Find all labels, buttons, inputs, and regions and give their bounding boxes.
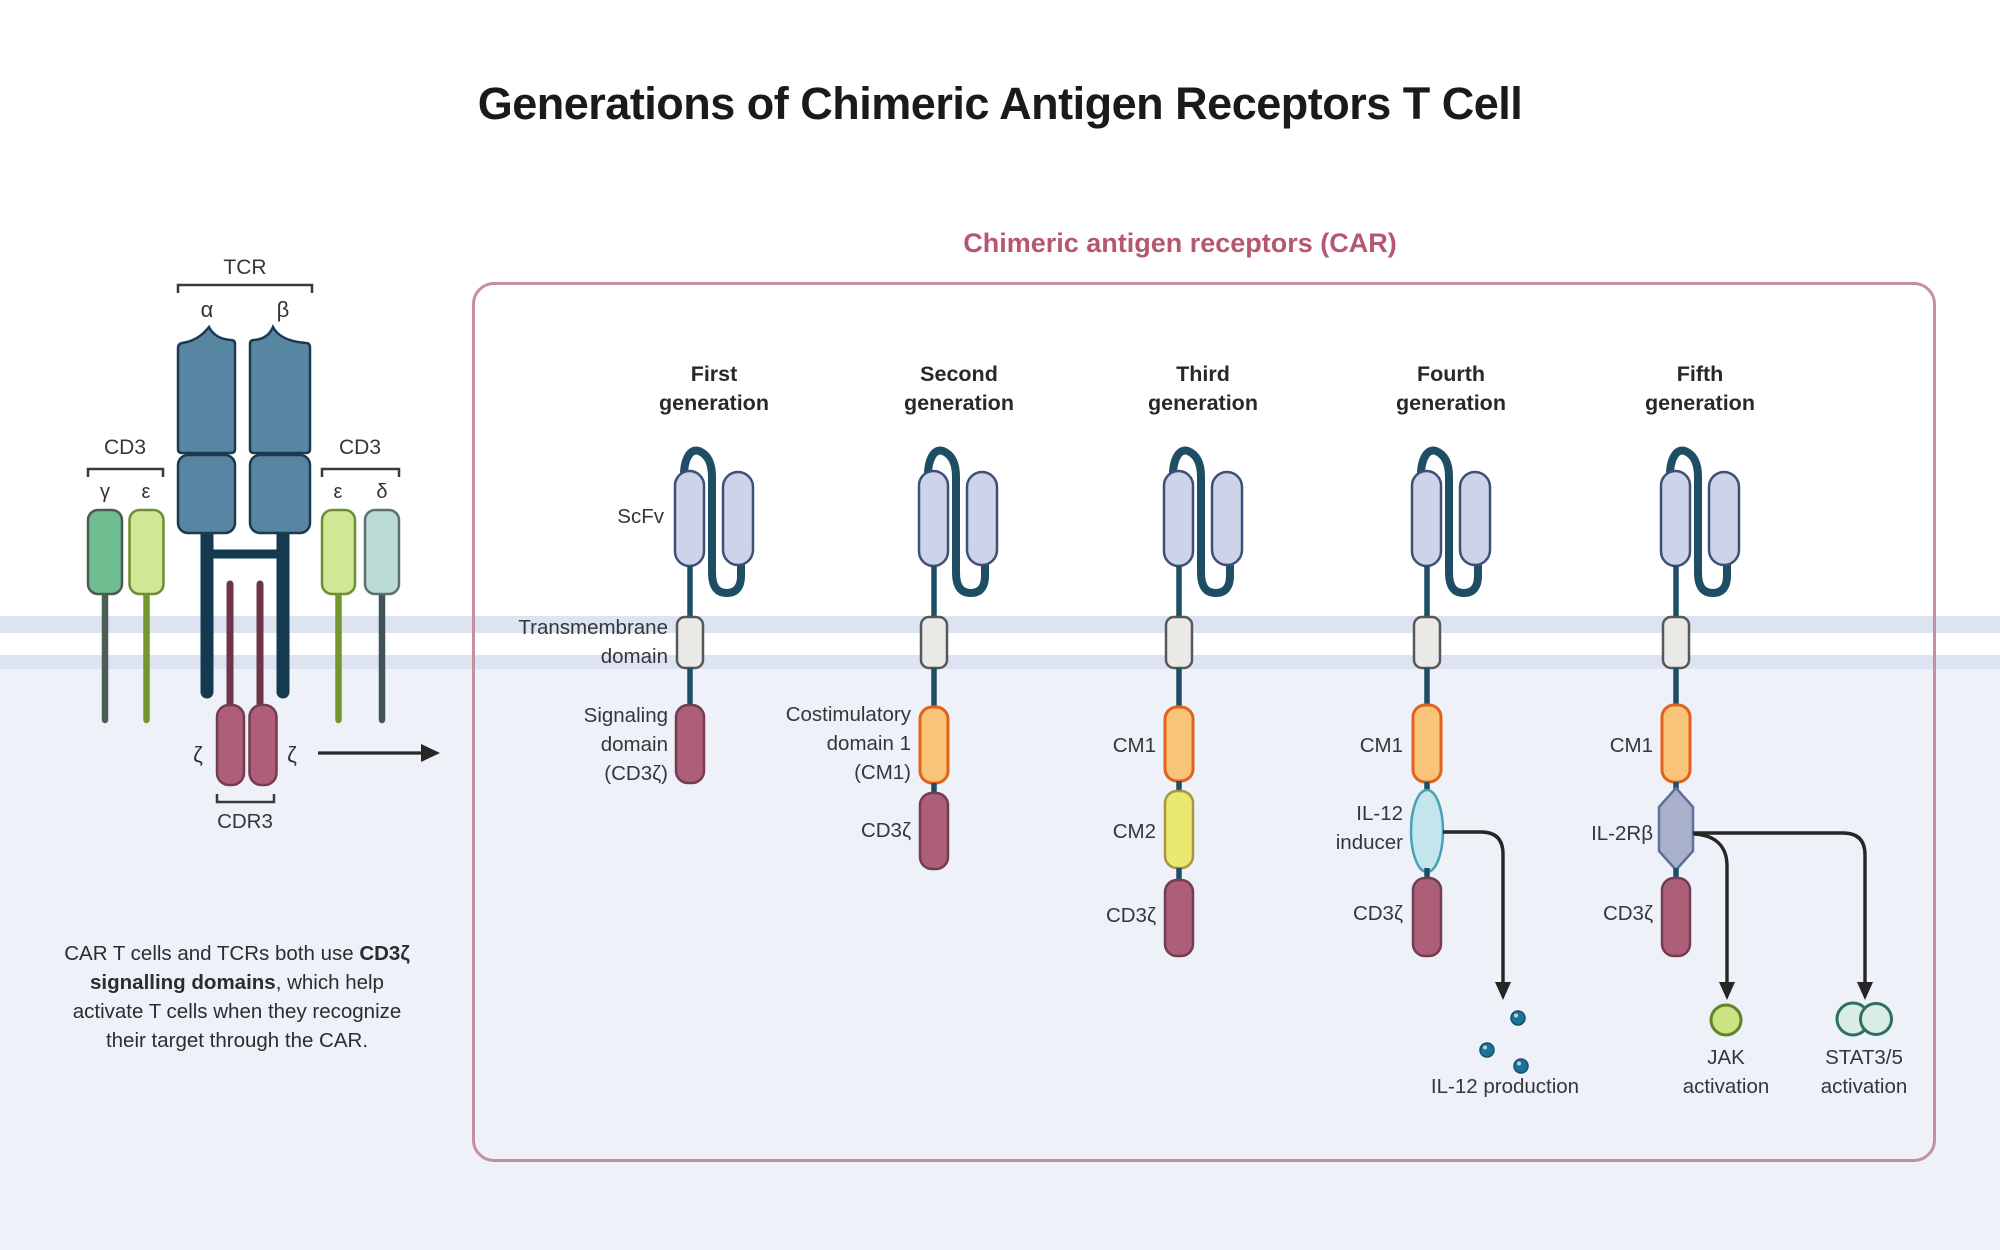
cd3-left-bracket [86, 467, 165, 477]
il2rb-label: IL-2Rβ [1591, 822, 1653, 845]
tcr-beta-label: β [276, 297, 290, 322]
zeta-right-label: ζ [287, 742, 297, 767]
gen5-stat-arrow [1693, 831, 1867, 983]
gen4-header: Fourth generation [1396, 362, 1506, 415]
gen5-modules [1657, 668, 1893, 1037]
gen5-jak-arrow [1693, 832, 1729, 983]
gen2-cd3z-domain [918, 791, 950, 871]
gen3-scfv-tm-icon [1164, 450, 1242, 668]
signaling-domain-label: Signaling domain (CD3ζ) [583, 704, 668, 785]
gen5-cd3z-domain [1660, 876, 1692, 958]
gen3-cm1-domain [1163, 705, 1195, 783]
membrane-band-inner [0, 655, 2000, 669]
membrane-band-outer [0, 616, 2000, 633]
cdr3-label: CDR3 [217, 810, 273, 833]
gen3-cd3z-label: CD3ζ [1105, 904, 1156, 927]
gen4-cd3z-label: CD3ζ [1352, 902, 1403, 925]
note-paragraph: CAR T cells and TCRs both use CD3ζ signa… [56, 939, 418, 1055]
gen3-cd3z-domain [1163, 878, 1195, 958]
page-title: Generations of Chimeric Antigen Receptor… [477, 78, 1523, 129]
gen4-il12-inducer-domain [1409, 788, 1445, 874]
cd3-right-label: CD3 [338, 436, 381, 459]
scfv-label: ScFv [617, 505, 664, 528]
cdr3-bracket [215, 794, 276, 804]
gen1-header: First generation [659, 362, 769, 415]
stat-activation-label: STAT3/5 activation [1820, 1046, 1908, 1098]
gen2-cd3z-label: CD3ζ [860, 819, 911, 842]
tcr-alpha-label: α [200, 297, 214, 322]
note-text-bold: CD3ζ signalling domains [90, 941, 410, 994]
cd3-epsilon-right-domain [320, 508, 357, 596]
zeta-right-domain [248, 703, 278, 787]
gen3-modules [1163, 668, 1195, 958]
tcr-alpha-chain-bottom [176, 453, 237, 535]
zeta-left-label: ζ [193, 742, 203, 767]
transmembrane-label: Transmembrane domain [518, 616, 668, 668]
il12-production-label: IL-12 production [1430, 1075, 1580, 1098]
gen3-cm1-label: CM1 [1112, 734, 1156, 757]
tcr-beta-chain-top [248, 324, 312, 455]
gen5-stat-arrowhead [1857, 982, 1873, 1000]
gen4-modules [1409, 668, 1529, 1074]
cd3-delta-domain [363, 508, 401, 596]
gen5-jak-arrowhead [1719, 982, 1735, 1000]
zeta-left-domain [215, 703, 246, 787]
note-text-after: , which help activate T cells when they … [72, 970, 402, 1052]
cd3-gamma-label: γ [100, 481, 110, 503]
tcr-label: TCR [223, 256, 267, 279]
cd3-epsilon-right-label: ε [333, 481, 343, 503]
car-panel-title: Chimeric antigen receptors (CAR) [963, 228, 1397, 258]
gen4-cm1-domain [1411, 703, 1443, 784]
gen2-scfv-tm-icon [919, 450, 997, 668]
tcr-complex [86, 283, 440, 804]
tcr-bracket [176, 283, 314, 293]
gen5-scfv-tm-icon [1661, 450, 1739, 668]
gen4-output-arrowhead [1495, 982, 1511, 1000]
il12-molecule-dots [1479, 1010, 1529, 1074]
cd3-epsilon-left-label: ε [141, 481, 151, 503]
gen4-output-arrow [1443, 830, 1505, 983]
gen4-cm1-label: CM1 [1359, 734, 1403, 757]
cd3-delta-label: δ [376, 481, 388, 503]
gen1-cd3z-domain [674, 703, 706, 785]
cd3-gamma-domain [86, 508, 124, 596]
tcr-beta-chain-bottom [248, 453, 312, 535]
gen5-header: Fifth generation [1645, 362, 1755, 415]
gen1-scfv-tm-icon [675, 450, 753, 668]
cd3-left-label: CD3 [103, 436, 146, 459]
cd3-epsilon-left-domain [128, 508, 165, 596]
tcr-alpha-chain-top [176, 324, 237, 455]
gen3-cm2-label: CM2 [1112, 820, 1156, 843]
gen2-header: Second generation [904, 362, 1014, 415]
gen2-modules [918, 668, 950, 871]
gen5-cm1-label: CM1 [1609, 734, 1653, 757]
gen4-scfv-tm-icon [1412, 450, 1490, 668]
gen5-cm1-domain [1660, 703, 1692, 784]
jak-molecule-icon [1709, 1003, 1743, 1037]
gen5-cd3z-label: CD3ζ [1602, 902, 1653, 925]
car-panel-box [472, 282, 1936, 1162]
gen3-cm2-domain [1163, 789, 1195, 870]
note-text-before: CAR T cells and TCRs both use [64, 941, 360, 965]
gen2-cm1-domain [918, 705, 950, 785]
cd3-right-bracket [320, 467, 401, 477]
tcr-to-car-arrowhead [421, 744, 440, 762]
gen5-il2rb-domain [1657, 786, 1695, 872]
gen4-cd3z-domain [1411, 876, 1443, 958]
jak-activation-label: JAK activation [1682, 1046, 1770, 1098]
gen3-header: Third generation [1148, 362, 1258, 415]
gen1-modules [674, 668, 706, 785]
stat-dimer-icon [1835, 1001, 1893, 1037]
costimulatory-domain-label: Costimulatory domain 1 (CM1) [785, 703, 911, 784]
il12-inducer-label: IL-12 inducer [1335, 802, 1403, 854]
